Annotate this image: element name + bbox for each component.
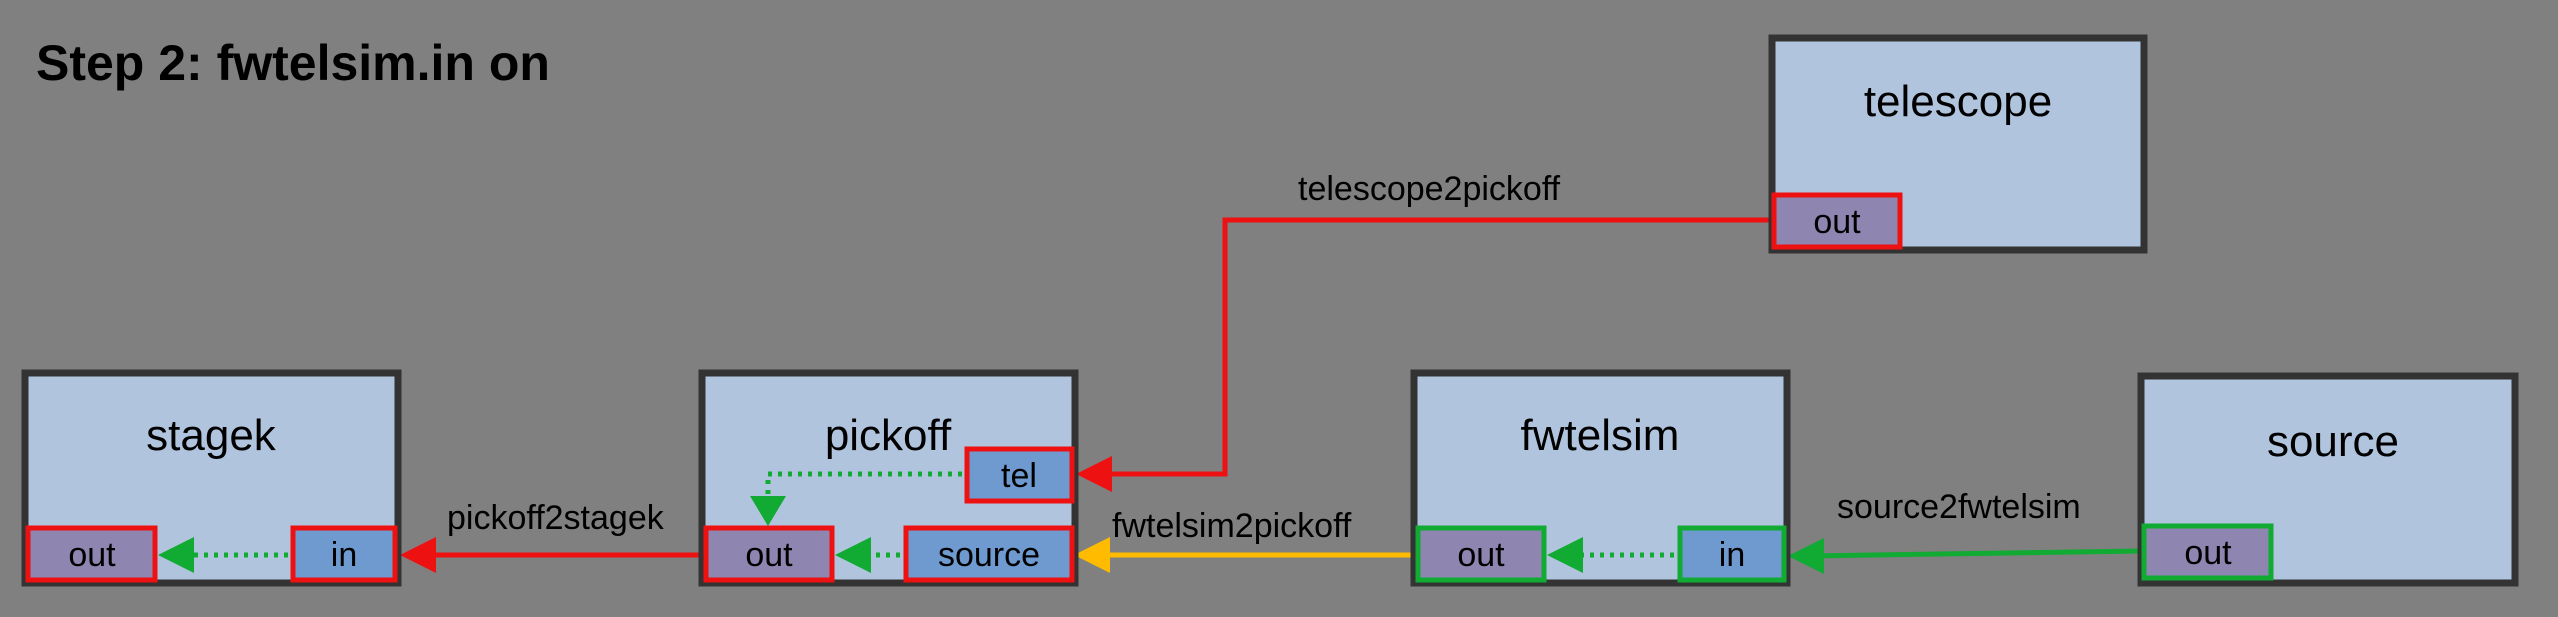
telescope2pickoff-line (1095, 217, 1773, 477)
fwtelsim-out-port[interactable]: out (1415, 525, 1547, 583)
component-pickoff[interactable]: pickoff tel out source (698, 369, 1079, 587)
telescope-out-port-label: out (1813, 203, 1861, 241)
source-out-port-box[interactable] (2141, 523, 2274, 581)
stagek-out-port-label: out (68, 536, 116, 574)
pickoff-source-internal-link (835, 537, 900, 573)
telescope2pickoff-label: telescope2pickoff (1298, 170, 1561, 208)
source2fwtelsim-label: source2fwtelsim (1837, 488, 2081, 526)
source2fwtelsim-line (1807, 548, 2144, 559)
fwtelsim-in-port-label: in (1719, 536, 1745, 574)
pickoff-out-port[interactable]: out (703, 525, 835, 583)
page-title: Step 2: fwtelsim.in on (36, 35, 550, 91)
stagek-out-port[interactable]: out (25, 525, 158, 583)
source-title: source (2267, 417, 2399, 466)
pickoff-source-internal-arrowhead (835, 537, 871, 573)
telescope-out-port-box[interactable] (1771, 192, 1903, 250)
source-out-port[interactable]: out (2141, 523, 2274, 581)
pickoff2stagek-label: pickoff2stagek (447, 499, 665, 537)
pickoff-tel-port[interactable]: tel (964, 446, 1075, 504)
component-fwtelsim[interactable]: fwtelsim out in (1410, 369, 1791, 587)
connection-source2fwtelsim: source2fwtelsim (1788, 488, 2144, 574)
connection-fwtelsim2pickoff: fwtelsim2pickoff (1074, 507, 1418, 573)
stagek-in-port-label: in (331, 536, 357, 574)
pickoff-tel-port-label: tel (1001, 457, 1037, 495)
pickoff-out-port-box[interactable] (703, 525, 835, 583)
pickoff-out-port-label: out (745, 536, 793, 574)
pickoff-tel-internal-link (750, 471, 962, 526)
pickoff-source-port-label: source (938, 536, 1040, 574)
stagek-internal-link (158, 537, 288, 573)
pickoff-tel-port-box[interactable] (964, 446, 1075, 504)
telescope-title: telescope (1864, 77, 2052, 126)
connection-pickoff2stagek: pickoff2stagek (400, 499, 705, 573)
component-source[interactable]: source out (2137, 372, 2519, 587)
source-out-port-label: out (2184, 534, 2232, 572)
fwtelsim-out-port-box[interactable] (1415, 525, 1547, 583)
pickoff-tel-internal-arrowhead (750, 496, 786, 526)
pickoff-source-port-box[interactable] (903, 525, 1075, 583)
stagek-out-port-box[interactable] (25, 525, 158, 583)
pickoff2stagek-arrowhead (400, 537, 436, 573)
connection-telescope2pickoff: telescope2pickoff (1076, 170, 1773, 492)
stagek-in-port[interactable]: in (290, 525, 398, 583)
pickoff-tel-dotted-line (765, 471, 962, 502)
fwtelsim-in-port-box[interactable] (1677, 525, 1787, 583)
telescope-out-port[interactable]: out (1771, 192, 1903, 250)
fwtelsim2pickoff-arrowhead (1074, 537, 1110, 573)
fwtelsim-internal-link (1547, 537, 1674, 573)
pickoff-source-port[interactable]: source (903, 525, 1075, 583)
stagek-title: stagek (146, 411, 277, 460)
component-stagek[interactable]: stagek out in (21, 369, 402, 587)
fwtelsim-internal-arrowhead (1547, 537, 1583, 573)
source2fwtelsim-arrowhead (1788, 538, 1824, 574)
fwtelsim-in-port[interactable]: in (1677, 525, 1787, 583)
stagek-in-port-box[interactable] (290, 525, 398, 583)
stagek-internal-arrowhead (158, 537, 194, 573)
telescope2pickoff-arrowhead (1076, 456, 1112, 492)
fwtelsim2pickoff-label: fwtelsim2pickoff (1112, 507, 1352, 545)
component-telescope[interactable]: telescope out (1768, 34, 2148, 254)
fwtelsim-title: fwtelsim (1521, 411, 1680, 460)
fwtelsim-out-port-label: out (1457, 536, 1505, 574)
pickoff-title: pickoff (825, 411, 952, 460)
